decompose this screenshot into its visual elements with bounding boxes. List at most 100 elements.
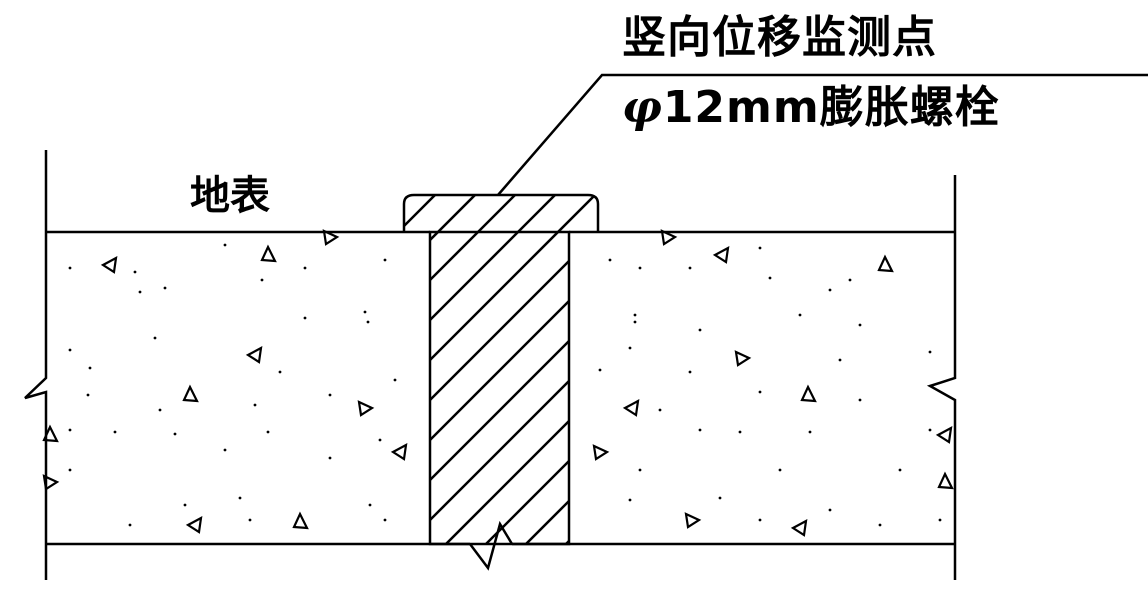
aggregate-triangle: [622, 398, 640, 417]
hatch-line: [404, 195, 598, 544]
aggregate-triangle: [734, 350, 752, 367]
aggregate-dot: [938, 518, 942, 522]
aggregate-triangle: [935, 425, 953, 444]
hatch-line: [404, 195, 591, 544]
aggregate-triangle: [357, 400, 375, 417]
aggregate-dot: [223, 243, 227, 247]
aggregate-dot: [328, 393, 332, 397]
aggregate-triangle: [937, 471, 954, 490]
aggregate-triangle: [712, 245, 730, 264]
aggregate-dot: [163, 286, 167, 290]
aggregate-dot: [878, 523, 882, 527]
hatch-line: [429, 195, 598, 544]
phi-symbol: φ: [622, 82, 663, 133]
aggregate-dot: [266, 430, 270, 434]
aggregate-dot: [128, 523, 132, 527]
aggregate-dot: [173, 432, 177, 436]
aggregate-dot: [183, 503, 187, 507]
aggregate-dot: [238, 496, 242, 500]
bolt-shaft: [428, 230, 571, 546]
aggregate-dot: [828, 288, 832, 292]
aggregate-dot: [898, 468, 902, 472]
aggregate-triangle: [800, 384, 817, 403]
aggregate-triangle: [660, 229, 678, 246]
aggregate-dot: [858, 323, 862, 327]
aggregate-dot: [928, 428, 932, 432]
aggregate-dot: [768, 276, 772, 280]
aggregate-dot: [658, 408, 662, 412]
aggregate-dot: [278, 370, 282, 374]
aggregate-dot: [303, 316, 307, 320]
leader-line: [497, 73, 1148, 196]
aggregate-dot: [68, 428, 72, 432]
hatch-line: [404, 195, 598, 544]
aggregate-dot: [303, 266, 307, 270]
aggregate-dot: [858, 398, 862, 402]
bolt-spec-text: 12mm膨胀螺栓: [662, 82, 1000, 133]
aggregate-dot: [153, 336, 157, 340]
bottom-break-symbol: [469, 520, 514, 571]
aggregate-dot: [608, 258, 612, 262]
aggregate-dot: [638, 266, 642, 270]
aggregate-dot: [928, 350, 932, 354]
aggregate-dot: [383, 258, 387, 262]
aggregate-dot: [223, 448, 227, 452]
aggregate-dot: [758, 246, 762, 250]
left-break-line: [24, 150, 48, 580]
aggregate-triangle: [684, 512, 702, 529]
aggregate-dot: [366, 320, 370, 324]
hatch-line: [404, 195, 598, 544]
aggregate-dot: [633, 320, 637, 324]
aggregate-triangle: [877, 254, 894, 273]
aggregate-triangle: [592, 444, 610, 461]
aggregate-dot: [718, 496, 722, 500]
aggregate-dot: [68, 348, 72, 352]
aggregate-dot: [248, 518, 252, 522]
bolt-spec-label: φ12mm膨胀螺栓: [622, 78, 1000, 138]
aggregate-dot: [828, 508, 832, 512]
aggregate-dot: [688, 370, 692, 374]
aggregate-triangle: [42, 424, 59, 443]
aggregate-dot: [328, 456, 332, 460]
aggregate-triangle: [182, 384, 199, 403]
aggregate-dot: [113, 430, 117, 434]
hatch-line: [404, 195, 598, 544]
aggregate-triangle: [790, 518, 808, 537]
hatch-line: [404, 195, 598, 544]
aggregate-dot: [88, 366, 92, 370]
aggregate-dot: [738, 430, 742, 434]
aggregate-triangle: [100, 255, 118, 274]
aggregate-dot: [253, 403, 257, 407]
bolt-head: [402, 193, 600, 232]
ground-surface-label: 地表: [190, 173, 270, 219]
aggregate-dot: [778, 468, 782, 472]
aggregate-triangle: [292, 511, 309, 530]
hatch-line: [404, 195, 598, 544]
aggregate-dot: [368, 503, 372, 507]
aggregate-dot: [848, 278, 852, 282]
aggregate-dot: [758, 390, 762, 394]
monitoring-point-label: 竖向位移监测点: [622, 12, 937, 63]
aggregate-dot: [158, 408, 162, 412]
aggregate-dot: [68, 468, 72, 472]
aggregate-triangle: [245, 345, 263, 364]
aggregate-dot: [808, 430, 812, 434]
aggregate-dot: [138, 290, 142, 294]
aggregate-dot: [698, 428, 702, 432]
aggregate-triangle: [260, 244, 277, 263]
aggregate-triangle: [390, 442, 408, 461]
hatch-line: [404, 195, 551, 544]
aggregate-dot: [633, 313, 637, 317]
aggregate-dot: [758, 518, 762, 522]
aggregate-dot: [378, 438, 382, 442]
aggregate-dot: [628, 498, 632, 502]
aggregate-dot: [798, 313, 802, 317]
aggregate-dot: [698, 328, 702, 332]
aggregate-dot: [393, 378, 397, 382]
hatch-line: [404, 195, 598, 544]
aggregate-dot: [838, 358, 842, 362]
concrete-aggregate: [42, 229, 954, 537]
aggregate-dot: [628, 346, 632, 350]
aggregate-triangle: [185, 515, 203, 534]
aggregate-dot: [260, 278, 264, 282]
